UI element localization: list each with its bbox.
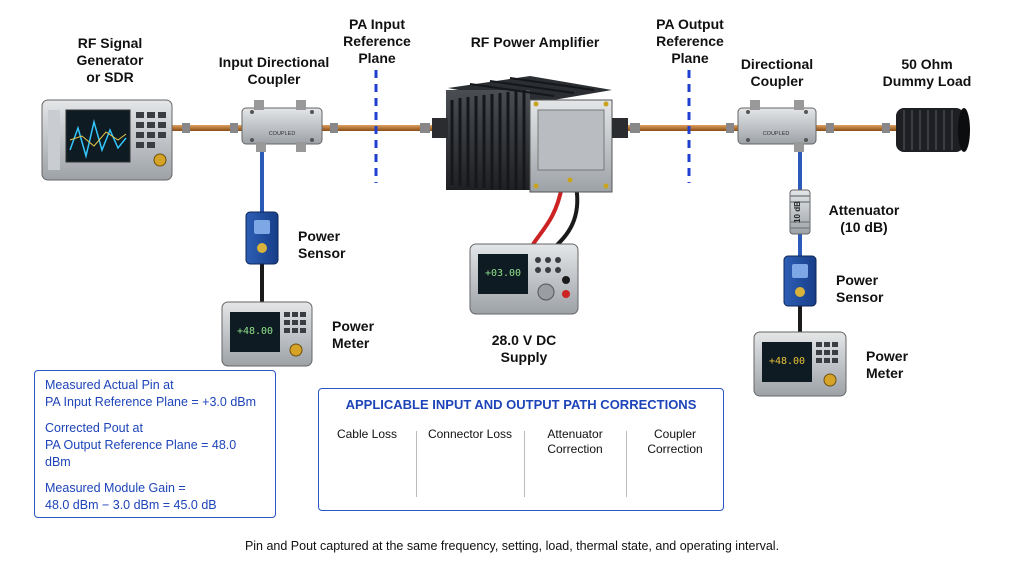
info-line-5: Measured Module Gain =	[45, 481, 186, 495]
label-pa-input-plane: PA Input Reference Plane	[343, 16, 411, 66]
correction-connector-loss: Connector Loss	[427, 427, 513, 441]
label-power-meter-right: Power Meter	[866, 348, 909, 381]
label-signal-generator: RF Signal Generator or SDR	[76, 35, 144, 85]
measurement-summary-box: Measured Actual Pin at PA Input Referenc…	[34, 370, 276, 518]
info-line-2: PA Input Reference Plane = +3.0 dBm	[45, 395, 257, 409]
meter-right-display: +48.00	[769, 356, 805, 367]
info-line-1: Measured Actual Pin at	[45, 378, 174, 392]
power-meter-right-icon: +48.00	[753, 331, 847, 397]
label-power-meter-left: Power Meter	[332, 318, 375, 351]
power-meter-left-icon: +48.00	[221, 301, 313, 367]
footer-note: Pin and Pout captured at the same freque…	[244, 539, 780, 553]
dc-power-supply-icon: +03.00	[469, 243, 579, 315]
label-dc-supply: 28.0 V DC Supply	[491, 332, 557, 365]
corrections-divider	[416, 431, 417, 497]
info-line-6: 48.0 dBm − 3.0 dBm = 45.0 dB	[45, 498, 217, 512]
label-pa-output-plane: PA Output Reference Plane	[656, 16, 724, 66]
label-attenuator: Attenuator (10 dB)	[828, 202, 900, 235]
rf-power-amplifier-icon	[432, 76, 628, 193]
dummy-load-icon	[896, 108, 970, 152]
path-corrections-box: APPLICABLE INPUT AND OUTPUT PATH CORRECT…	[318, 388, 724, 511]
coupled-marking-right: COUPLED	[763, 131, 790, 137]
corrections-divider	[626, 431, 627, 497]
power-sensor-right-icon	[783, 255, 817, 307]
label-output-coupler: Directional Coupler	[740, 56, 814, 89]
label-dummy-load: 50 Ohm Dummy Load	[882, 56, 972, 89]
label-input-coupler: Input Directional Coupler	[218, 54, 330, 87]
label-rf-power-amplifier: RF Power Amplifier	[470, 34, 600, 50]
meter-left-display: +48.00	[237, 326, 273, 337]
label-power-sensor-right: Power Sensor	[836, 272, 884, 305]
output-directional-coupler-icon: COUPLED	[737, 100, 817, 152]
info-line-4: PA Output Reference Plane = 48.0 dBm	[45, 438, 237, 469]
coupled-marking-left: COUPLED	[269, 131, 296, 137]
label-power-sensor-left: Power Sensor	[298, 228, 346, 261]
corrections-title: APPLICABLE INPUT AND OUTPUT PATH CORRECT…	[345, 397, 697, 412]
correction-coupler: Coupler Correction	[647, 427, 703, 456]
corrections-divider	[524, 431, 525, 497]
correction-attenuator: Attenuator Correction	[547, 427, 603, 456]
attenuator-marking: 10 dB	[793, 201, 802, 223]
rf-cables	[170, 123, 900, 334]
signal-generator-icon	[41, 99, 173, 181]
correction-cable-loss: Cable Loss	[336, 427, 398, 441]
attenuator-icon: 10 dB	[789, 189, 811, 235]
input-directional-coupler-icon: COUPLED	[241, 100, 323, 152]
power-sensor-left-icon	[245, 211, 279, 265]
info-line-3: Corrected Pout at	[45, 421, 143, 435]
dc-power-cables	[530, 185, 580, 248]
supply-display: +03.00	[485, 268, 521, 279]
